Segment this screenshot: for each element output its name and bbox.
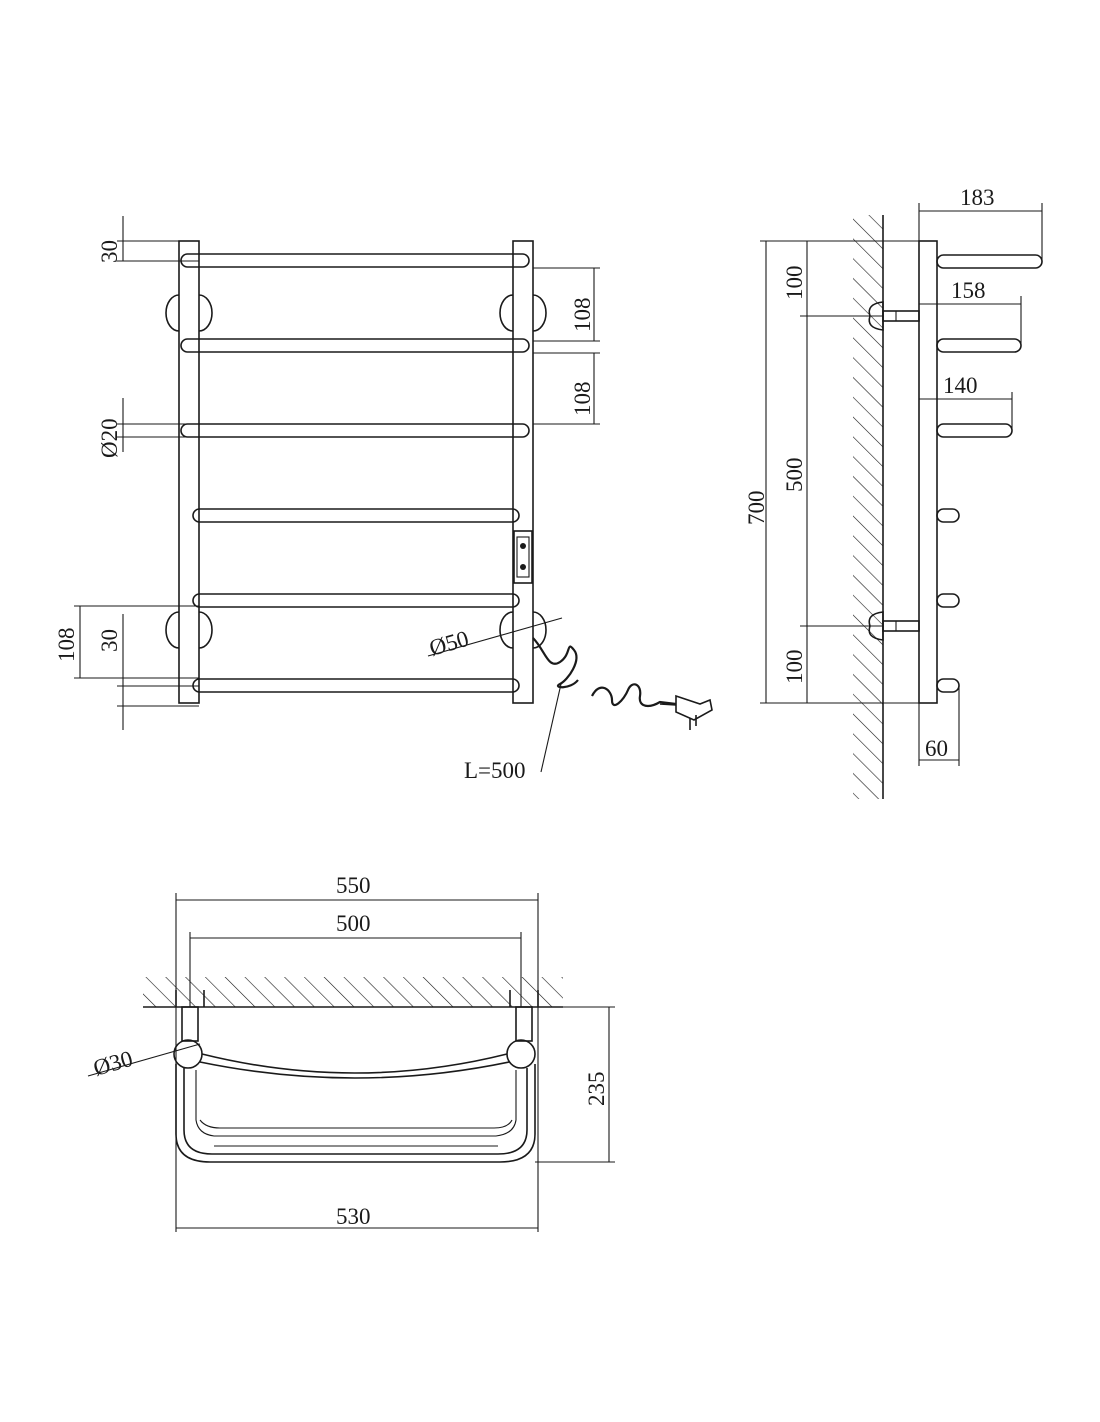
rung-1 bbox=[180, 253, 530, 268]
dim-depth-second: 158 bbox=[951, 278, 986, 303]
rung-6 bbox=[192, 678, 520, 693]
side-view: 183 158 140 100 500 700 100 60 bbox=[744, 185, 1043, 799]
dim-overall-width: 550 bbox=[336, 873, 371, 898]
cable-length-leader bbox=[540, 683, 562, 773]
left-post bbox=[178, 240, 200, 704]
wall-hatch-top bbox=[143, 977, 563, 1007]
dim-depth: 235 bbox=[584, 1072, 609, 1107]
rung-2 bbox=[180, 338, 530, 353]
wall-hatch bbox=[853, 215, 883, 799]
rung-5 bbox=[192, 593, 520, 608]
dim-total-height: 700 bbox=[744, 491, 769, 526]
dim-rung-spacing-middle: 108 bbox=[570, 382, 595, 417]
plug-icon bbox=[659, 694, 713, 730]
dim-bottom-margin: 100 bbox=[782, 650, 807, 685]
top-dims bbox=[87, 893, 615, 1232]
dim-mount-width: 500 bbox=[336, 911, 371, 936]
dim-cable-length: L=500 bbox=[464, 758, 526, 783]
dim-bottom-spacing: 108 bbox=[54, 628, 79, 663]
dim-rung-spacing-upper: 108 bbox=[570, 298, 595, 333]
side-dims bbox=[760, 203, 1043, 766]
rungs bbox=[180, 253, 530, 693]
dim-post-diameter: Ø30 bbox=[90, 1046, 135, 1081]
dim-bottom-offset: 30 bbox=[97, 629, 122, 652]
wall-flanges bbox=[165, 294, 547, 649]
dim-top-margin: 100 bbox=[782, 266, 807, 301]
dim-bottom-width: 530 bbox=[336, 1204, 371, 1229]
dim-mount-spacing: 500 bbox=[782, 458, 807, 493]
side-rungs bbox=[936, 254, 1043, 693]
front-right-dims bbox=[427, 267, 600, 657]
front-left-dims bbox=[74, 216, 199, 730]
top-view: 550 500 Ø30 235 530 bbox=[87, 873, 615, 1232]
rung-4 bbox=[192, 508, 520, 523]
dim-top-offset: 30 bbox=[97, 240, 122, 263]
dim-tube-diameter: Ø20 bbox=[97, 418, 122, 458]
right-post-circle bbox=[506, 1039, 536, 1069]
front-view: 30 108 108 Ø20 108 30 Ø50 L=500 bbox=[54, 216, 713, 783]
dim-depth-short: 60 bbox=[925, 736, 948, 761]
control-box bbox=[513, 530, 533, 584]
power-cable bbox=[532, 637, 713, 730]
tray-outline bbox=[175, 1053, 536, 1163]
rung-3 bbox=[180, 423, 530, 438]
dim-flange-diameter: Ø50 bbox=[426, 626, 471, 661]
side-frame bbox=[918, 240, 938, 704]
dim-depth-third: 140 bbox=[943, 373, 978, 398]
right-post bbox=[512, 240, 534, 704]
dim-depth-top: 183 bbox=[960, 185, 995, 210]
